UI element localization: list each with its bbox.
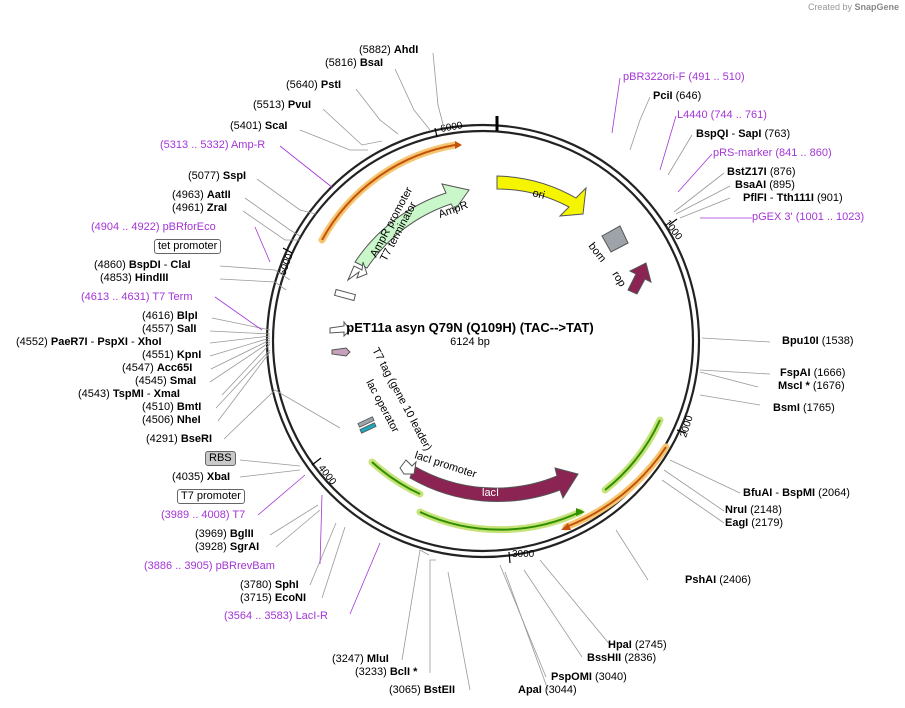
enzyme-label[interactable]: PshAI (2406) (685, 574, 752, 586)
position-ticks (282, 127, 687, 564)
enzyme-label[interactable]: NruI (2148) (725, 504, 782, 516)
enzyme-label[interactable]: (4543) TspMI - XmaI (78, 388, 180, 400)
rop-feature[interactable] (627, 262, 652, 295)
enzyme-label[interactable]: (4557) SalI (142, 323, 197, 335)
enzyme-label[interactable]: HpaI (2745) (608, 639, 667, 651)
primer-label[interactable]: (5313 .. 5332) Amp-R (160, 139, 266, 151)
enzyme-label[interactable]: Bpu10I (1538) (782, 335, 854, 347)
laci-primer-arc (565, 446, 667, 528)
enzyme-label[interactable]: (4961) ZraI (172, 202, 228, 214)
primer-label[interactable]: (3886 .. 3905) pBRrevBam (144, 560, 275, 572)
enzyme-label[interactable]: (3233) BclI * (355, 666, 418, 678)
primer-label[interactable]: (3564 .. 3583) LacI-R (224, 610, 328, 622)
laci-label: lacI (482, 487, 499, 499)
primer-label[interactable]: L4440 (744 .. 761) (677, 109, 767, 121)
ori-label: ori (531, 187, 546, 202)
snapgene-credit: Created by SnapGene (807, 2, 899, 12)
enzyme-label[interactable]: FspAI (1666) (780, 367, 846, 379)
enzyme-label[interactable]: (4963) AatII (172, 189, 231, 201)
t7-terminator-glyph (333, 288, 357, 302)
ori-feature[interactable] (496, 175, 587, 217)
enzyme-label[interactable]: (5513) PvuI (253, 99, 312, 111)
enzyme-label[interactable]: BssHII (2836) (587, 652, 657, 664)
ampr-feature[interactable] (354, 183, 470, 269)
leader-lines (209, 52, 771, 691)
laci-feature[interactable] (409, 465, 579, 502)
orf-arc-bottom (419, 511, 581, 531)
orf-arc-bottom-head (576, 508, 585, 516)
backbone-inner (271, 129, 695, 553)
enzyme-label[interactable]: (4035) XbaI (172, 471, 231, 483)
rbs-box[interactable]: RBS (205, 451, 236, 466)
ampr-promoter-glyph (346, 261, 368, 282)
plasmid-size: 6124 bp (450, 336, 490, 348)
laci-promoter-glyph (399, 459, 417, 475)
primer-label[interactable]: pGEX 3' (1001 .. 1023) (752, 211, 865, 223)
enzyme-label[interactable]: (4853) HindIII (100, 272, 169, 284)
enzyme-label[interactable]: (3715) EcoNI (240, 592, 307, 604)
lac-operator-glyph (357, 416, 377, 434)
enzyme-label[interactable]: EagI (2179) (725, 517, 784, 529)
enzyme-label[interactable]: PflFI - Tth111I (901) (743, 192, 843, 204)
primer-label[interactable]: (4613 .. 4631) T7 Term (81, 291, 193, 303)
t7-promoter-box[interactable]: T7 promoter (177, 489, 245, 504)
enzyme-label[interactable]: PspOMI (3040) (551, 671, 627, 683)
enzyme-label[interactable]: (3065) BstEII (389, 684, 456, 696)
enzyme-label[interactable]: (5401) ScaI (230, 120, 288, 132)
primer-label[interactable]: (3989 .. 4008) T7 (161, 509, 246, 521)
tick-label-3000: 3000 (512, 549, 535, 560)
enzyme-label[interactable]: (5882) AhdI (359, 44, 419, 56)
enzyme-label[interactable]: (4616) BlpI (142, 310, 198, 322)
enzyme-label[interactable]: (5077) SspI (188, 170, 247, 182)
enzyme-label[interactable]: (4510) BmtI (142, 401, 202, 413)
enzyme-label[interactable]: (4860) BspDI - ClaI (94, 259, 191, 271)
primer-label[interactable]: pRS-marker (841 .. 860) (713, 147, 832, 159)
amp-arc-head (455, 141, 462, 149)
enzyme-label[interactable]: (3780) SphI (240, 579, 299, 591)
enzyme-label[interactable]: BsmI (1765) (773, 402, 835, 414)
t7-tag-glyph (331, 347, 351, 357)
enzyme-label[interactable]: BspQI - SapI (763) (696, 128, 791, 140)
enzyme-label[interactable]: (5640) PstI (286, 79, 342, 91)
enzyme-label[interactable]: BstZ17I (876) (727, 166, 796, 178)
primer-label[interactable]: pBR322ori-F (491 .. 510) (623, 71, 745, 83)
orf-arc-left (371, 461, 421, 495)
enzyme-label[interactable]: (5816) BsaI (325, 57, 384, 69)
enzyme-label[interactable]: (4506) NheI (142, 414, 201, 426)
backbone-outer (265, 123, 701, 559)
orf-arc-right (604, 419, 661, 491)
laci-primer-arc-head (561, 523, 571, 530)
enzyme-label[interactable]: (4551) KpnI (142, 349, 202, 361)
enzyme-label[interactable]: PciI (646) (653, 90, 702, 102)
tick-label-6000: 6000 (440, 120, 464, 135)
enzyme-label[interactable]: BsaAI (895) (735, 179, 795, 191)
plasmid-name: pET11a asyn Q79N (Q109H) (TAC-->TAT) (346, 320, 594, 335)
enzyme-label[interactable]: (4552) PaeR7I - PspXI - XhoI (16, 336, 162, 348)
enzyme-label[interactable]: (3969) BglII (195, 528, 254, 540)
enzyme-label[interactable]: ApaI (3044) (518, 684, 577, 696)
tet-promoter-box[interactable]: tet promoter (154, 239, 222, 254)
enzyme-label[interactable]: BfuAI - BspMI (2064) (743, 487, 850, 499)
primer-label[interactable]: (4904 .. 4922) pBRforEco (91, 221, 216, 233)
enzyme-label[interactable]: (3247) MluI (332, 653, 389, 665)
enzyme-label[interactable]: (4547) Acc65I (122, 362, 193, 374)
amp-arc (321, 144, 456, 241)
bom-feature[interactable] (601, 225, 629, 253)
enzyme-label[interactable]: MscI * (1676) (778, 380, 845, 392)
enzyme-label[interactable]: (3928) SgrAI (195, 541, 260, 553)
enzyme-label[interactable]: (4291) BseRI (146, 433, 213, 445)
enzyme-label[interactable]: (4545) SmaI (135, 375, 197, 387)
primer-leader-lines (214, 77, 752, 615)
t7-promoter-glyph (329, 320, 351, 338)
